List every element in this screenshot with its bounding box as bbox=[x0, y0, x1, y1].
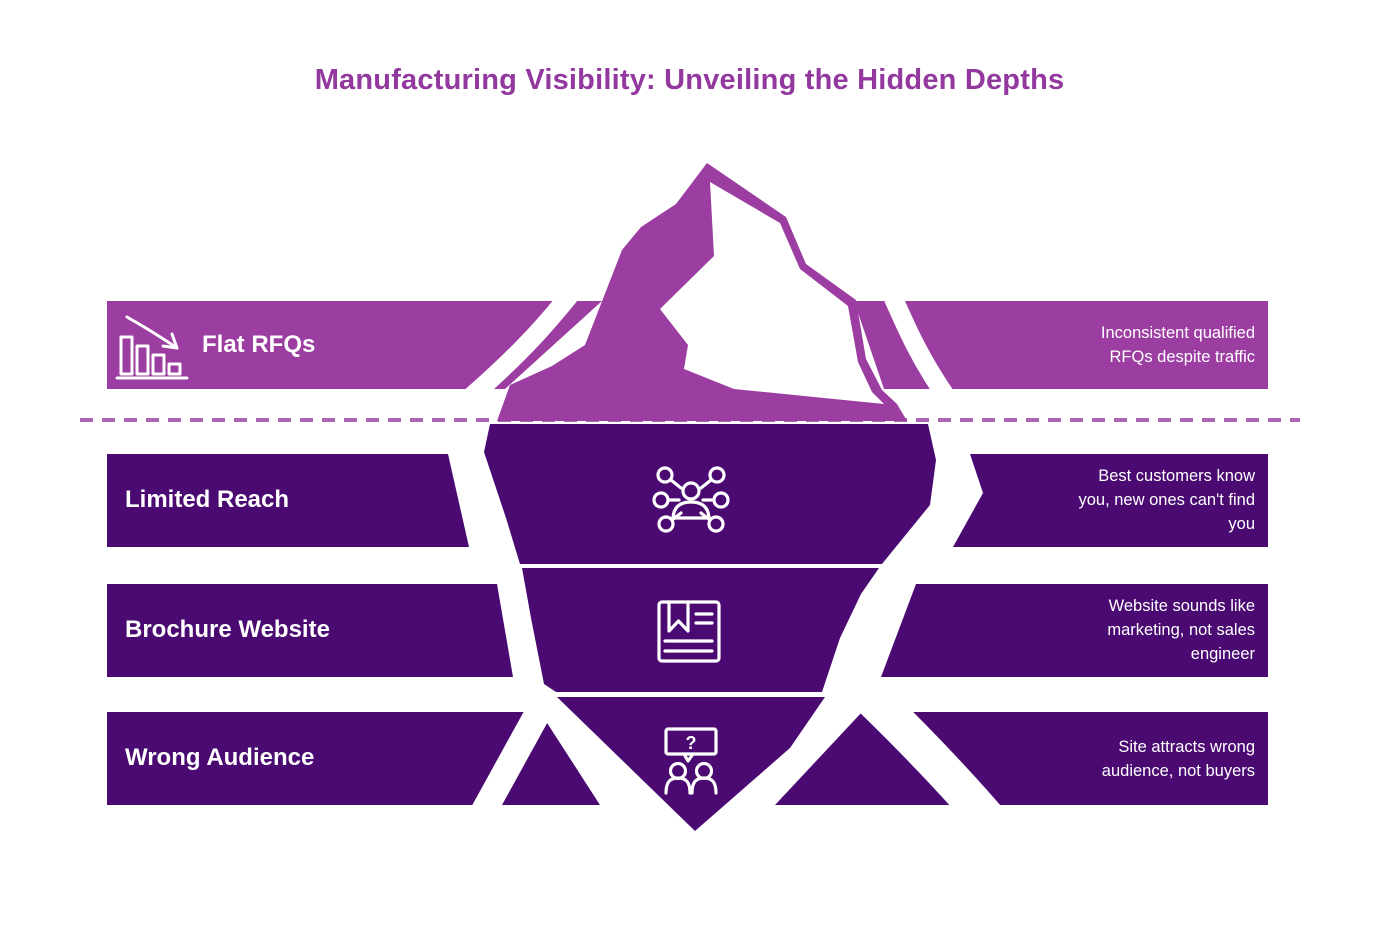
iceberg-below-segment-2 bbox=[522, 568, 879, 692]
slash-left-top bbox=[458, 280, 585, 410]
page-title: Manufacturing Visibility: Unveiling the … bbox=[314, 64, 1065, 96]
note-flat-rfqs: Inconsistent qualified RFQs despite traf… bbox=[1100, 324, 1255, 366]
people-question-icon: ? bbox=[664, 727, 718, 795]
band-flat-rfqs-left bbox=[107, 301, 602, 389]
label-flat-rfqs: Flat RFQs bbox=[202, 331, 316, 358]
band-limited-reach-left bbox=[107, 454, 469, 547]
label-brochure-website: Brochure Website bbox=[125, 616, 330, 643]
iceberg-below-segment-1 bbox=[484, 424, 936, 564]
band-wrong-audience-left bbox=[107, 712, 600, 805]
band-brochure-website-left bbox=[107, 584, 513, 677]
slash-right-top bbox=[880, 284, 958, 408]
label-wrong-audience: Wrong Audience bbox=[125, 744, 315, 771]
note-brochure-website: Website sounds like marketing, not sales… bbox=[1107, 597, 1255, 663]
band-brochure-website-right bbox=[881, 584, 1268, 677]
brochure-document-icon bbox=[657, 600, 721, 663]
declining-bar-chart-icon bbox=[115, 315, 189, 380]
iceberg-below-segment-3 bbox=[557, 697, 825, 831]
person-network-icon bbox=[652, 466, 730, 533]
note-limited-reach: Best customers know you, new ones can't … bbox=[1078, 467, 1255, 533]
note-wrong-audience: Site attracts wrong audience, not buyers bbox=[1101, 738, 1255, 780]
band-flat-rfqs-right bbox=[854, 301, 1268, 389]
label-limited-reach: Limited Reach bbox=[125, 486, 290, 513]
band-limited-reach-right bbox=[953, 454, 1268, 547]
iceberg-facet bbox=[660, 182, 884, 404]
slash-right-bottom bbox=[856, 682, 1020, 853]
question-mark-glyph: ? bbox=[686, 733, 697, 753]
slash-left-bottom bbox=[468, 693, 557, 825]
